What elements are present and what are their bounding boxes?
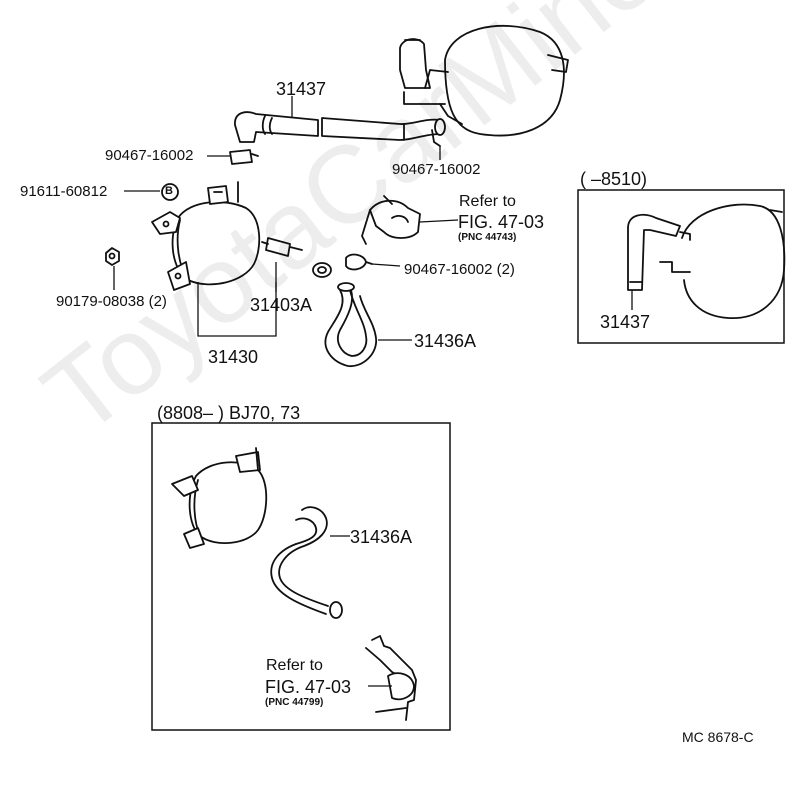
hose-clamp-right [431, 129, 441, 147]
label-b-marker: B [165, 185, 173, 197]
label-inset-bottom-hose: 31436A [350, 527, 413, 547]
label-connector-31403A: 31403A [250, 295, 313, 315]
label-refer-bottom: Refer to [266, 657, 323, 674]
label-nut-90179: 90179-08038 (2) [56, 293, 167, 310]
vacuum-hose-31437 [234, 111, 446, 143]
label-hose-31436A: 31436A [414, 331, 477, 351]
nut-90179 [105, 247, 120, 266]
vacuum-tank-31430 [151, 181, 261, 291]
brake-booster-assembly [399, 25, 569, 137]
label-pnc-44743: (PNC 44743) [458, 232, 517, 243]
label-clamp-right: 90467-16002 [392, 161, 481, 178]
leader-lines [113, 96, 459, 341]
label-clamp-pair: 90467-16002 (2) [404, 261, 515, 278]
label-inset-right-date: ( –8510) [580, 169, 648, 189]
inset-bottom [151, 422, 451, 731]
connector-31403A [261, 237, 303, 257]
label-hose-31437: 31437 [276, 79, 327, 99]
label-inset-right-hose: 31437 [600, 312, 651, 332]
label-tank-31430: 31430 [208, 347, 259, 367]
inset-right [577, 189, 786, 344]
label-clamp-left: 90467-16002 [105, 147, 194, 164]
label-fig-top: FIG. 47-03 [458, 212, 545, 232]
check-valve-ref-top [361, 195, 421, 245]
label-inset-bottom-date: (8808– ) BJ70, 73 [157, 403, 301, 423]
vacuum-hose-31436A [324, 282, 377, 367]
label-refer-top: Refer to [459, 193, 516, 210]
hose-clamp-pair [312, 253, 373, 278]
hose-clamp-left [229, 149, 259, 165]
label-pnc-44799: (PNC 44799) [265, 697, 324, 708]
label-bolt-91611: 91611-60812 [20, 183, 108, 200]
label-fig-bottom: FIG. 47-03 [265, 677, 352, 697]
bolt-marker-b [161, 183, 179, 201]
drawing-code: MC 8678-C [682, 729, 754, 745]
